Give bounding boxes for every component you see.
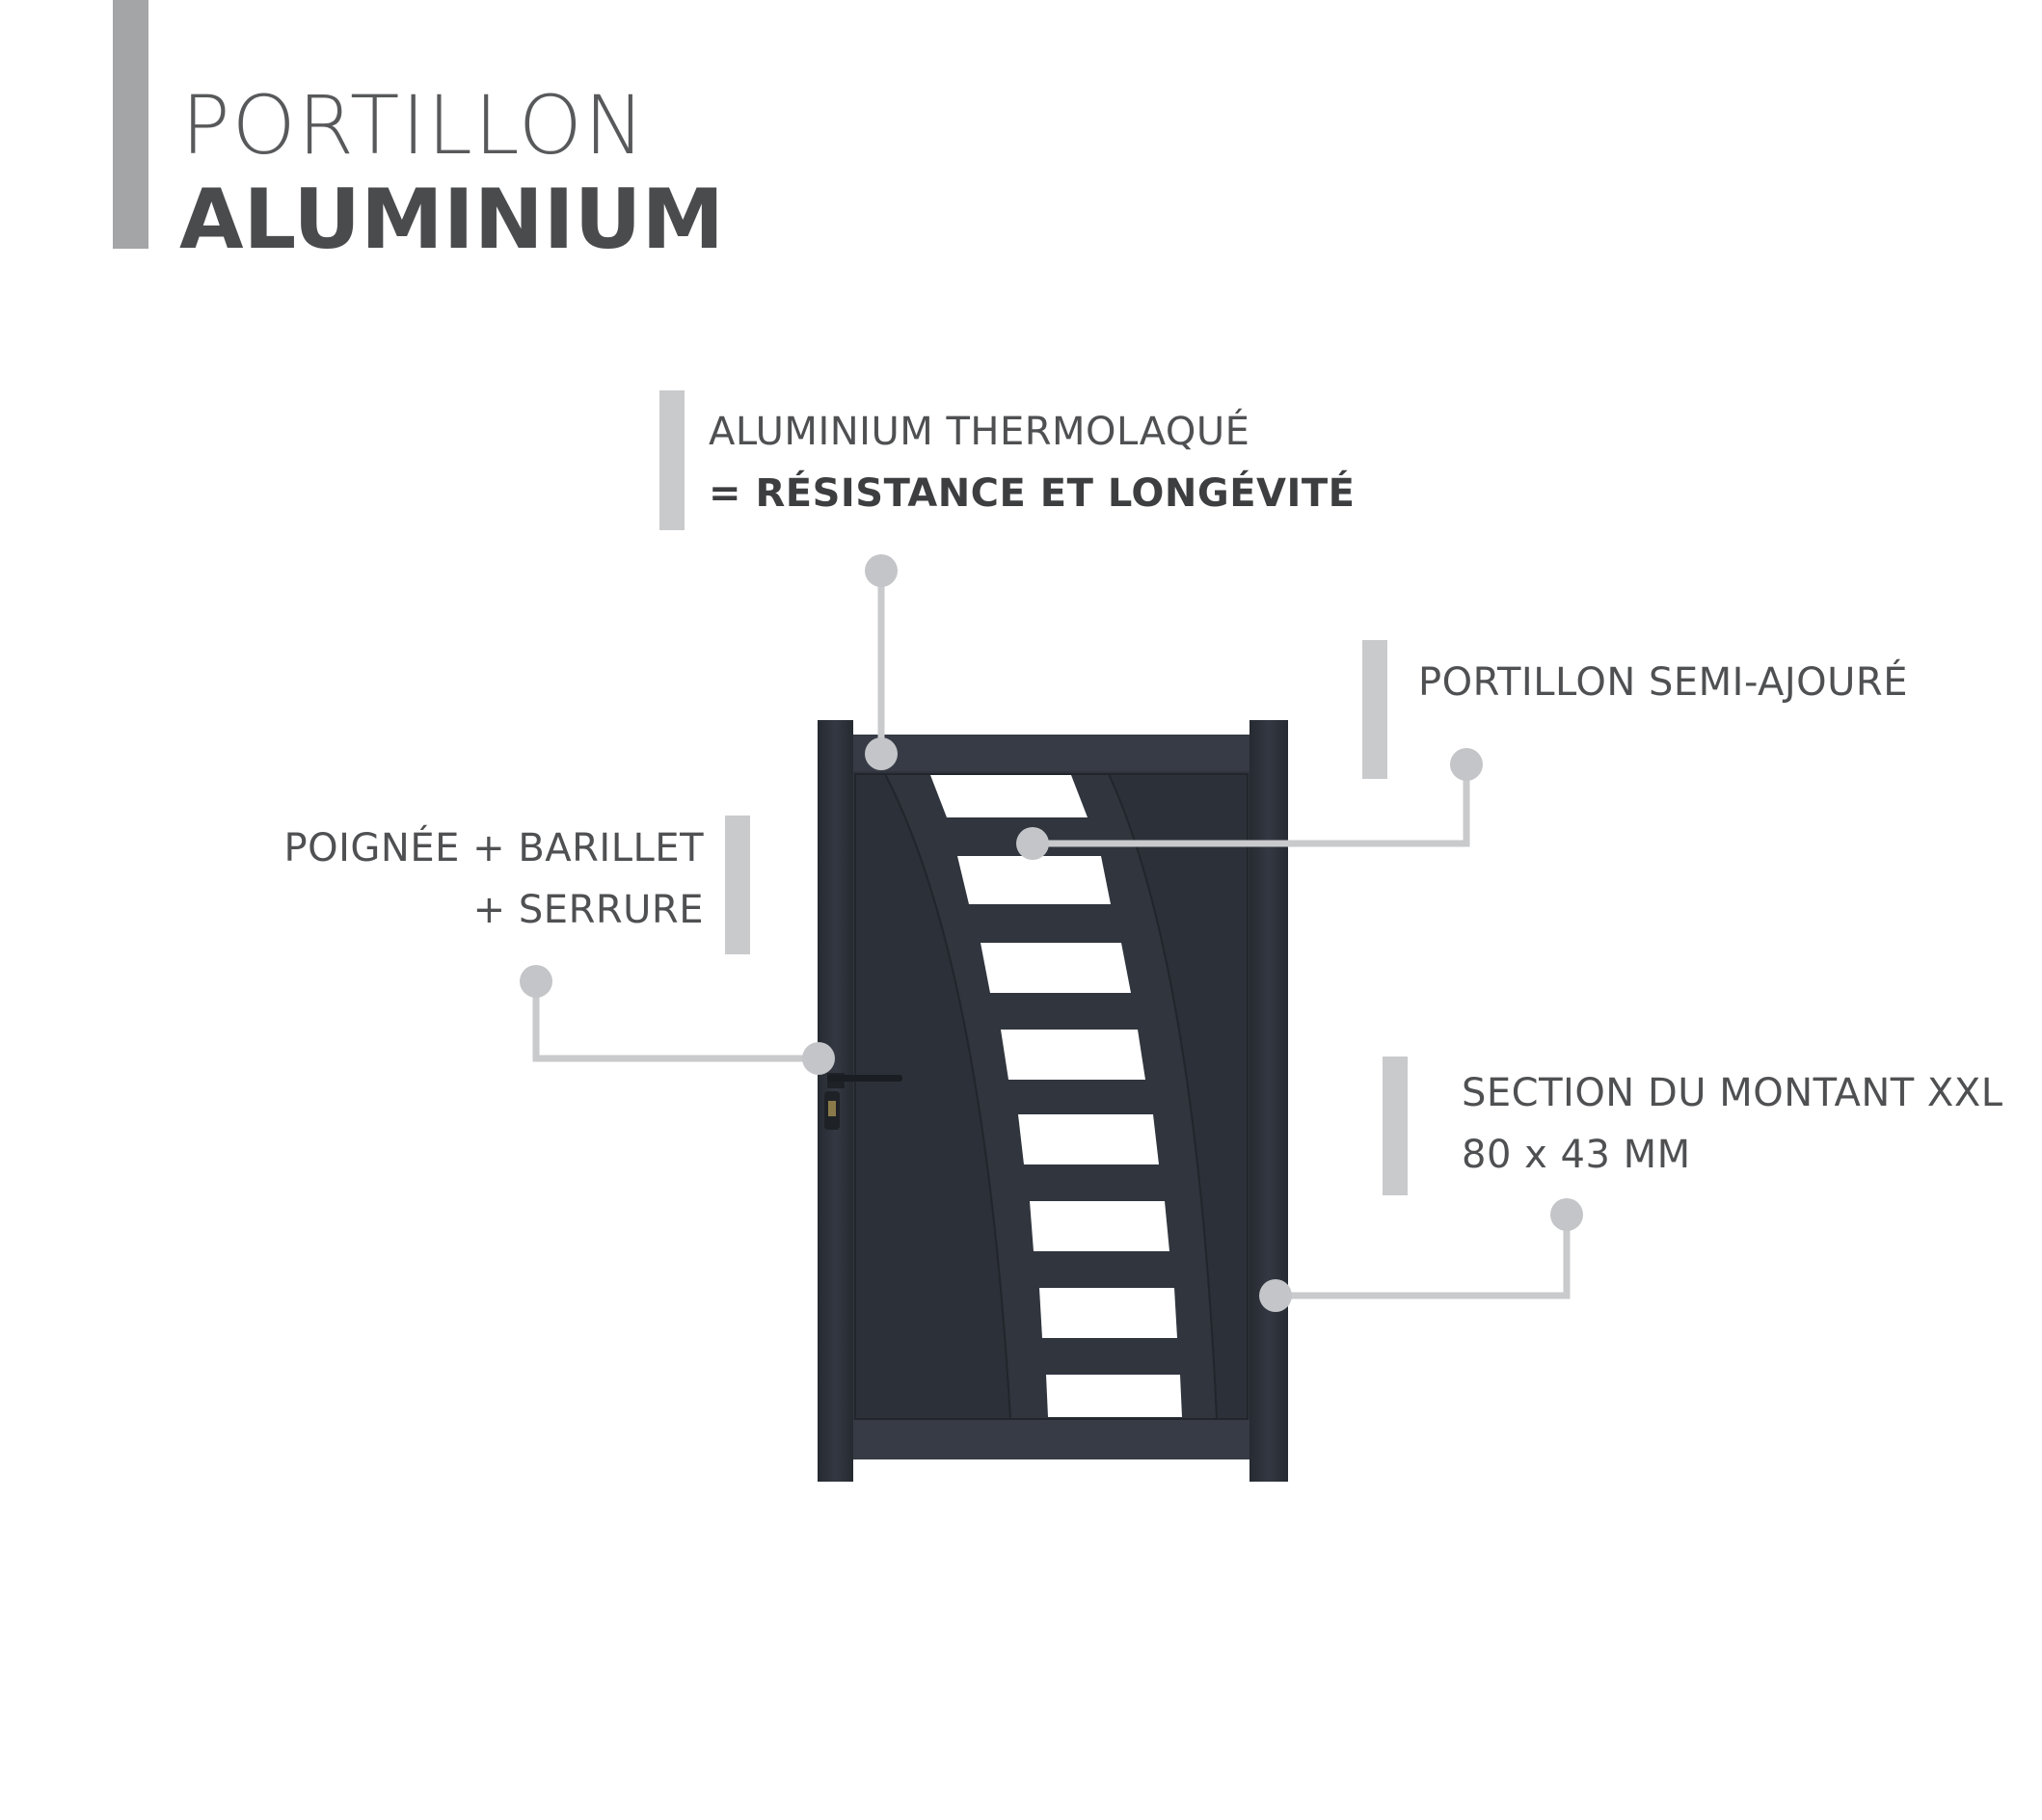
semi-ajoure-accent-bar [1362, 640, 1387, 779]
callout-dot-poignee-end [802, 1042, 835, 1075]
gate-top-rail [853, 735, 1249, 771]
feature-aluminium: ALUMINIUM THERMOLAQUÉ = RÉSISTANCE ET LO… [709, 401, 1355, 524]
callout-dot-aluminium-end [865, 737, 898, 770]
callout-dot-poignee-start [520, 965, 552, 998]
gate-curved-band [883, 773, 1219, 1420]
poignee-accent-bar [725, 816, 750, 954]
feature-semi-ajoure: PORTILLON SEMI-AJOURÉ [1418, 652, 1908, 713]
opening-7 [1039, 1288, 1177, 1338]
opening-5 [1018, 1114, 1159, 1164]
opening-3 [981, 943, 1131, 993]
opening-8 [1046, 1375, 1182, 1417]
callout-dot-semi-ajoure-start [1450, 748, 1483, 781]
feature-poignee-line1: POIGNÉE + BARILLET [283, 826, 704, 870]
callout-dot-aluminium-start [865, 554, 898, 587]
feature-poignee-line2: + SERRURE [472, 888, 704, 932]
callout-line-semi-ajoure [1033, 764, 1470, 847]
feature-montant: SECTION DU MONTANT XXL 80 x 43 MM [1462, 1062, 2003, 1186]
title-accent-bar [113, 0, 148, 249]
door-handle-icon [827, 1073, 902, 1088]
opening-6 [1030, 1201, 1169, 1251]
gate-right-post [1249, 720, 1288, 1482]
page-title-line1: PORTILLON [181, 78, 647, 173]
gate-bottom-rail [853, 1419, 1249, 1459]
callout-dot-montant-end [1259, 1279, 1292, 1312]
opening-1 [930, 775, 1088, 817]
feature-montant-line1: SECTION DU MONTANT XXL [1462, 1071, 2003, 1115]
feature-aluminium-line1: ALUMINIUM THERMOLAQUÉ [709, 410, 1250, 454]
callout-dot-semi-ajoure-end [1016, 827, 1049, 860]
montant-accent-bar [1383, 1057, 1408, 1195]
callout-line-poignee [532, 981, 819, 1062]
opening-4 [1001, 1030, 1145, 1080]
feature-semi-ajoure-line1: PORTILLON SEMI-AJOURÉ [1418, 660, 1908, 705]
opening-2 [957, 856, 1111, 904]
callout-line-montant [1276, 1215, 1571, 1299]
page-title-line2: ALUMINIUM [179, 172, 725, 268]
feature-poignee: POIGNÉE + BARILLET + SERRURE [193, 817, 704, 941]
feature-aluminium-line2: = RÉSISTANCE ET LONGÉVITÉ [709, 471, 1356, 516]
callout-dot-montant-start [1550, 1198, 1583, 1231]
keyhole-icon [824, 1091, 840, 1130]
feature-montant-line2: 80 x 43 MM [1462, 1133, 1691, 1177]
aluminium-accent-bar [659, 390, 685, 530]
gate-openings [930, 775, 1182, 1417]
